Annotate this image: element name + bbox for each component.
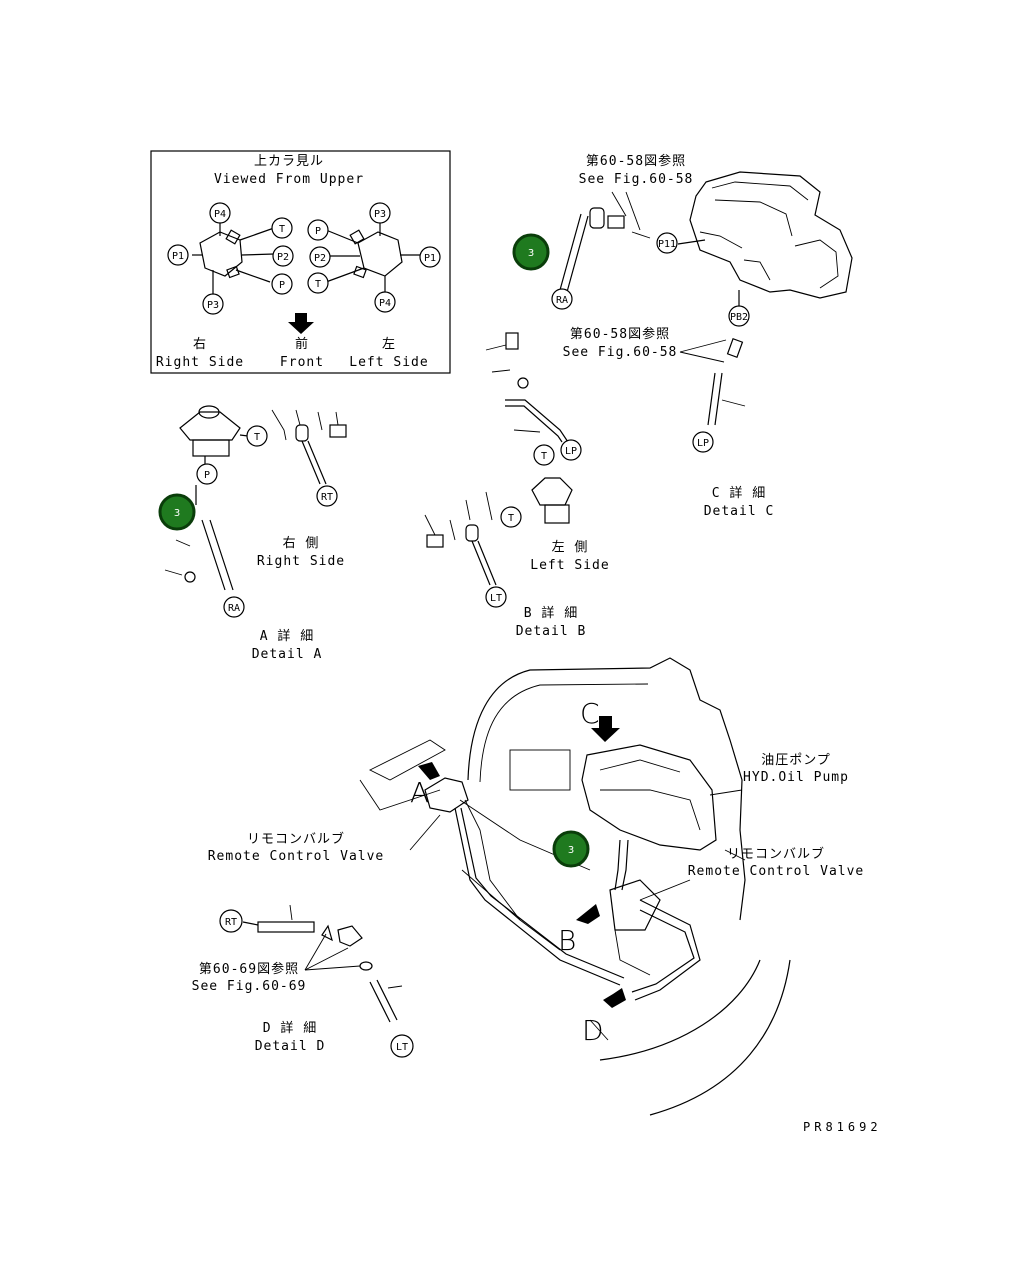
port-tag: T — [541, 451, 547, 462]
svg-text:3: 3 — [568, 845, 574, 856]
detail-a-valve — [164, 405, 347, 591]
detail-c-ref2-ja: 第60-58図参照 — [569, 327, 671, 342]
view-letter-a: A — [410, 776, 429, 809]
inset-title-ja: 上カラ見ル — [253, 154, 325, 169]
detail-d-ref-en: See Fig.60-69 — [191, 979, 307, 994]
port-tag: P3 — [374, 209, 386, 220]
port-tag: T — [279, 224, 285, 235]
detail-b-title-ja: B 詳 細 — [523, 606, 579, 621]
item-badge[interactable]: 3 — [158, 493, 196, 531]
port-tag: RT — [225, 917, 237, 928]
port-tag: LT — [490, 593, 502, 604]
detail-b-side-ja: 左 側 — [551, 540, 589, 555]
inset-port-tags: P4 T P1 P2 P3 P P3 P P1 P2 T P4 — [167, 202, 441, 315]
port-tag: P1 — [424, 253, 436, 264]
detail-a-tags: T P RT RA — [196, 425, 338, 618]
front-arrow-icon — [288, 313, 314, 334]
detail-c-tags: P11 RA PB2 LP — [551, 232, 750, 453]
port-tag: P — [204, 470, 210, 481]
view-letter-b: B — [558, 924, 576, 957]
svg-text:3: 3 — [528, 248, 534, 259]
port-tag: P11 — [658, 239, 676, 250]
port-tag: LP — [565, 446, 577, 457]
detail-b-title-en: Detail B — [515, 624, 587, 639]
detail-d-tags: RT LT — [219, 909, 414, 1058]
rcv-left-en: Remote Control Valve — [207, 849, 385, 864]
arrow-d-icon — [603, 988, 626, 1008]
detail-d-parts — [242, 904, 403, 1023]
inset-right-valve — [192, 222, 275, 295]
inset-left-en: Left Side — [349, 355, 429, 370]
port-tag: P4 — [379, 298, 391, 309]
leader-line — [679, 351, 725, 363]
detail-a-side-en: Right Side — [256, 554, 346, 569]
port-tag: P1 — [172, 251, 184, 262]
inset-front-en: Front — [279, 355, 325, 370]
arrow-a-icon — [418, 762, 440, 780]
port-tag: T — [315, 279, 321, 290]
detail-b-side-en: Left Side — [530, 558, 610, 573]
inset-left-ja: 左 — [381, 337, 397, 352]
port-tag: P2 — [314, 253, 326, 264]
port-tag: P — [279, 280, 285, 291]
port-tag: RA — [556, 295, 568, 306]
leader-line — [409, 814, 441, 851]
part-code: PR81692 — [803, 1120, 882, 1134]
detail-d-ref-ja: 第60-69図参照 — [198, 962, 300, 977]
svg-text:3: 3 — [174, 508, 180, 519]
arrow-b-icon — [576, 904, 600, 924]
port-tag: LP — [697, 438, 709, 449]
rcv-right-en: Remote Control Valve — [687, 864, 865, 879]
inset-right-en: Right Side — [155, 355, 245, 370]
detail-b-parts — [424, 332, 573, 586]
rcv-right-ja: リモコンバルブ — [726, 847, 826, 862]
port-tag: RA — [228, 603, 240, 614]
detail-a-title-en: Detail A — [251, 647, 323, 662]
view-arrows — [418, 716, 626, 1008]
pump-en: HYD.Oil Pump — [743, 770, 849, 785]
detail-c-ref1-en: See Fig.60-58 — [578, 172, 694, 187]
detail-d-title-ja: D 詳 細 — [262, 1021, 318, 1036]
main-assembly — [359, 657, 791, 1116]
rcv-left-ja: リモコンバルブ — [246, 832, 346, 847]
item-badge[interactable]: 3 — [552, 830, 590, 868]
inset-right-ja: 右 — [192, 337, 208, 352]
detail-d-title-en: Detail D — [254, 1039, 326, 1054]
port-tag: P3 — [207, 300, 219, 311]
port-tag: P2 — [277, 252, 289, 263]
inset-title-en: Viewed From Upper — [213, 172, 365, 187]
detail-c-ref2-en: See Fig.60-58 — [562, 345, 678, 360]
detail-a-side-ja: 右 側 — [282, 536, 320, 551]
port-tag: T — [508, 513, 514, 524]
port-tag: LT — [396, 1042, 408, 1053]
leader-line — [679, 339, 727, 353]
detail-a-title-ja: A 詳 細 — [259, 629, 315, 644]
leader-line — [611, 191, 627, 217]
port-tag: P4 — [214, 209, 226, 220]
arrow-c-icon — [591, 716, 620, 742]
leader-line — [639, 879, 691, 901]
inset-front-ja: 前 — [294, 337, 310, 352]
detail-b-tags: LP T T LT — [485, 439, 582, 608]
view-letter-c: C — [580, 697, 600, 730]
item-badge[interactable]: 3 — [512, 233, 550, 271]
detail-c-title-ja: C 詳 細 — [711, 486, 767, 501]
inset-frame — [150, 150, 451, 374]
port-tag: RT — [321, 492, 333, 503]
inset-left-valve — [325, 222, 420, 295]
pump-ja: 油圧ポンプ — [761, 753, 831, 768]
detail-c-pump — [559, 171, 853, 426]
port-tag: T — [254, 432, 260, 443]
leader-line — [724, 849, 746, 861]
view-letter-d: D — [582, 1014, 604, 1047]
leader-line — [625, 191, 641, 231]
detail-c-ref1-ja: 第60-58図参照 — [585, 154, 687, 169]
port-tag: PB2 — [730, 312, 748, 323]
leader-line — [709, 789, 743, 796]
port-tag: P — [315, 226, 321, 237]
detail-c-title-en: Detail C — [703, 504, 775, 519]
